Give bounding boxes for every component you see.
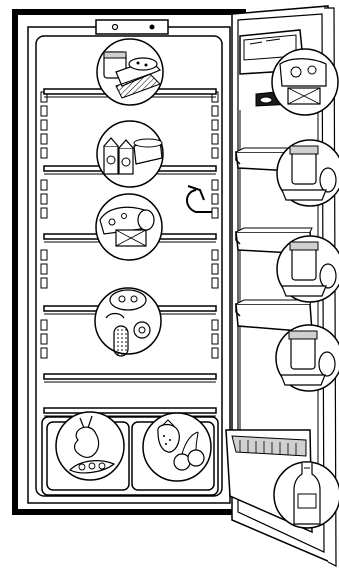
food-circle-fruit [142,412,212,482]
food-circle-dairy [96,120,164,188]
door-circle-jars-3 [275,324,339,392]
food-circle-cheese [95,193,163,261]
food-circle-vegetables [55,411,125,481]
food-circle-cakes [96,38,164,106]
shelf-rails-right [211,91,219,359]
door-circle-jars-2 [276,235,339,303]
indicator-light [149,24,155,30]
food-circle-meats [94,287,162,357]
shelf-5 [43,373,217,383]
door-circle-jars-1 [276,139,339,207]
bottle-holder-hook [186,185,212,213]
door-circle-bottles [273,461,339,529]
door-circle-dairy [271,48,339,116]
control-panel [95,19,169,35]
thermostat-knob [111,23,119,31]
